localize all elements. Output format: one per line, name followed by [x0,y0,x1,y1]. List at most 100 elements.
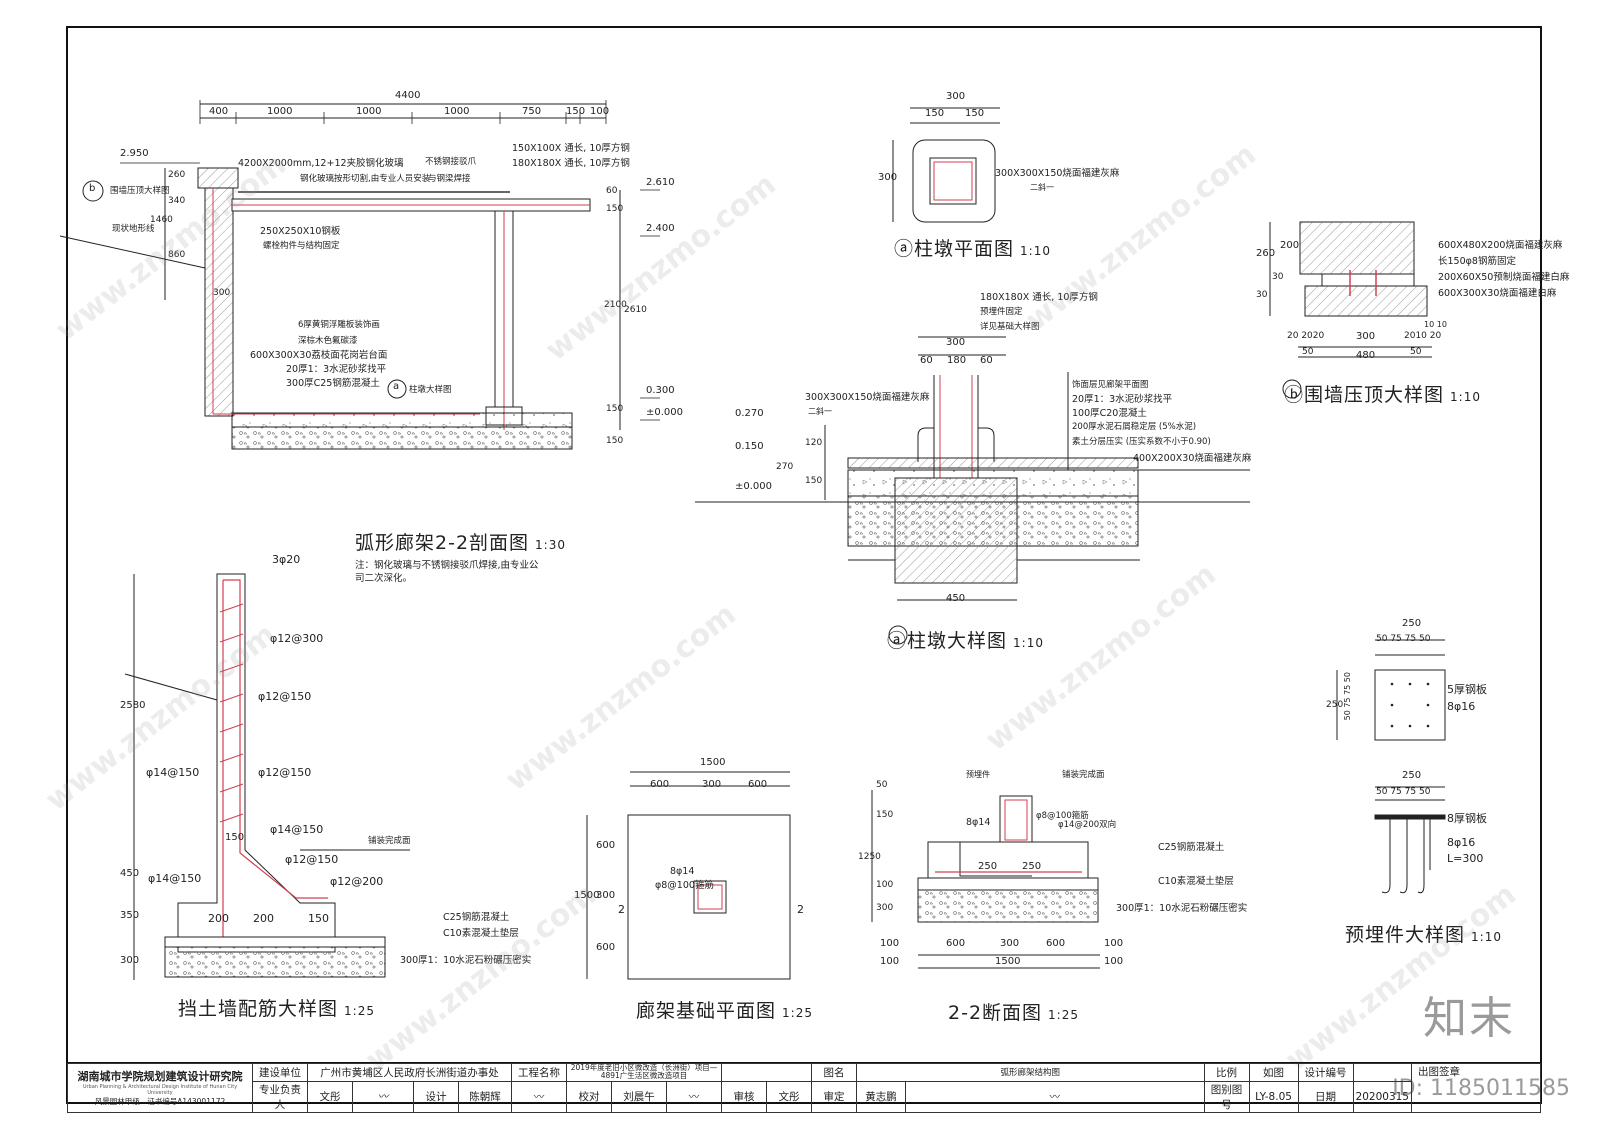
s2-dim-100d: 100 [1104,956,1124,967]
pier-plan-dim-150a: 150 [925,108,945,119]
dim-side-860: 860 [168,250,186,260]
wall-callout-base: 300厚1：10水泥石粉碾压密实 [400,955,532,966]
elev-2610: 2.610 [646,177,675,188]
dim-1000-a: 1000 [267,106,293,117]
watermark-logo: 知末 [1423,993,1515,1044]
s2-dim-300: 300 [1000,938,1020,949]
drawing-value: 弧形廊架结构图 [856,1063,1205,1082]
dim-total-4400: 4400 [395,90,421,101]
pier-elev-0270: 0.270 [735,408,764,419]
approve-value: 黄志鹏 [856,1080,906,1113]
s2-callout-c10: C10素混凝土垫层 [1158,876,1234,887]
fnd-dim-600a: 600 [650,779,670,790]
cap-dim-30b: 30 [1256,290,1268,300]
dim-400: 400 [209,106,229,117]
approve-label: 审定 [811,1080,857,1113]
pier-dim-60b: 60 [980,355,993,366]
pier-plan-sub: 二斜一 [1030,183,1054,192]
pier-callout-r3: 200厚水泥石屑稳定层 (5%水泥) [1072,422,1197,432]
s2-dim-600b: 600 [1046,938,1066,949]
fnd-dim-300: 300 [702,779,722,790]
s2-dim-1500: 1500 [995,956,1021,967]
institute-name: 湖南城市学院规划建筑设计研究院 [77,1070,243,1084]
rebar-5: φ14@150 [270,823,324,836]
retaining-wall-drawing [124,573,410,980]
callout-spider: 不锈钢接驳爪 [425,157,477,167]
wall-dim-150b: 150 [308,912,329,925]
scale-label: 比例 [1203,1063,1250,1082]
s2-callout-8d14: 8φ14 [966,817,991,828]
cap-dim-20-right: 2010 20 [1404,331,1442,341]
fnd-dim-1500: 1500 [700,757,726,768]
rebar-4: φ12@150 [258,766,312,779]
pier-callout-embed: 预埋件固定 [980,307,1023,317]
review-label: 审核 [721,1080,767,1113]
callout-paint: 深棕木色氟碳漆 [298,336,358,346]
fnd-label-stirrup: φ8@100箍筋 [655,880,714,891]
institute-cell: 湖南城市学院规划建筑设计研究院 Urban Planning & Archite… [67,1063,253,1113]
project-label: 工程名称 [511,1063,567,1082]
pier-callout-r4: 素土分层压实 (压实系数不小于0.90) [1072,437,1211,447]
wall-dim-200a: 200 [208,912,229,925]
pier-elev-0000: ±0.000 [735,481,773,492]
cap-dim-50a: 50 [1302,347,1314,357]
check-value: 刘晨午 [611,1080,667,1113]
s2-dim-250b: 250 [1022,861,1042,872]
lead-value: 文彤 [307,1080,353,1113]
fnd-dim-600b: 600 [748,779,768,790]
approve-signature: 〰 [905,1080,1205,1113]
pier-callout-steel: 180X180X 通长, 10厚方钢 [980,292,1098,303]
title-block: 湖南城市学院规划建筑设计研究院 Urban Planning & Archite… [67,1062,1541,1113]
dim-side-150-b: 150 [606,436,624,446]
rebar-8: φ12@200 [330,875,384,888]
callout-steel-180: 180X180X 通长, 10厚方钢 [512,158,630,169]
fnd-section-mark-left: 2 [618,903,625,916]
s2-dim-150: 150 [876,810,894,820]
wall-dim-300: 300 [120,955,140,966]
dim-1000-b: 1000 [356,106,382,117]
callout-granite: 600X300X30荔枝面花岗岩台面 [250,350,388,361]
cap-dim-50b: 50 [1410,347,1422,357]
client-value: 广州市黄埔区人民政府长洲街道办事处 [307,1063,512,1082]
pier-callout-r1: 20厚1：3水泥砂浆找平 [1072,394,1173,405]
rebar-7: φ14@150 [148,872,202,885]
callout-brass: 6厚黄铜浮雕板装饰画 [298,320,380,330]
cap-dim-10: 10 10 [1424,320,1447,329]
marker-a: a [393,381,400,392]
cap-callout-2: 200X60X50预制烧面福建白麻 [1438,272,1570,283]
pier-dim-150: 150 [805,476,823,486]
dim-side-60: 60 [606,186,618,196]
pier-dim-180: 180 [947,355,967,366]
fnd-dim-300b: 300 [596,890,616,901]
callout-glass: 4200X2000mm,12+12夹胶钢化玻璃 [238,158,404,169]
fnd-dim-600c: 600 [596,840,616,851]
s2-dim-250a: 250 [978,861,998,872]
section-2-2b-drawing [871,790,1100,969]
institute-en: Urban Planning & Architectural Design In… [82,1084,238,1097]
client-label: 建设单位 [252,1063,308,1082]
cap-callout-3: 600X300X30烧面福建白麻 [1438,288,1557,299]
design-signature: 〰 [511,1080,567,1113]
wall-cap-drawing [1269,221,1432,399]
embed-drawing [1336,639,1446,894]
pier-callout-r0: 饰面层见廊架平面图 [1072,380,1149,390]
seal-label: 出图签章 [1411,1063,1541,1113]
rebar-0: 3φ20 [272,553,301,566]
cap-dim-260: 260 [1256,248,1276,259]
code-label: 设计编号 [1297,1063,1354,1082]
dim-100: 100 [590,106,610,117]
pier-plan-dim-300-side: 300 [878,172,898,183]
dim-side-150-a: 150 [606,404,624,414]
wall-dim-2580: 2580 [120,700,146,711]
emb-dim-250a: 250 [1402,618,1422,629]
fnd-dim-600d: 600 [596,942,616,953]
s2-dim-1250: 1250 [858,852,881,862]
pier-callout-r5: 400X200X30烧面福建灰麻 [1133,453,1252,464]
lead-label: 专业负责人 [252,1080,308,1113]
emb-dim-250b: 250 [1326,700,1344,710]
emb-dim-250c: 250 [1402,770,1422,781]
pier-callout-left-sub: 二斜一 [808,407,832,416]
